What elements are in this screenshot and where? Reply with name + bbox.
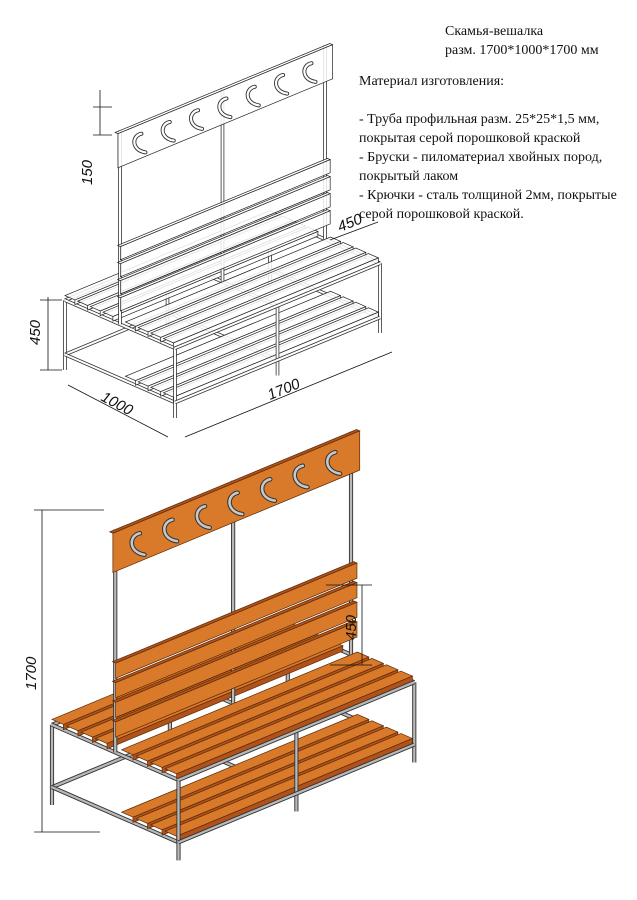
product-title: Скамья-вешалка разм. 1700*1000*1700 мм	[445, 22, 599, 60]
seat-slat	[137, 242, 354, 333]
materials-block: Материал изготовления: - Труба профильна…	[359, 72, 634, 224]
frame-rail-fill	[174, 316, 381, 404]
hook-icon	[163, 518, 179, 543]
hook-icon	[228, 491, 244, 516]
shelf-slat	[135, 720, 385, 824]
dim-backrest-height: 450	[343, 614, 360, 640]
hook-icon	[133, 132, 147, 154]
backrest-slat	[119, 193, 331, 295]
product-name: Скамья-вешалка	[445, 24, 544, 39]
shelf-slat	[137, 296, 354, 387]
dim-total-height: 1700	[23, 656, 40, 690]
dim-hanger-height: 150	[79, 159, 96, 185]
material-item: - Крючки - сталь толщиной 2мм, покрытые …	[359, 188, 617, 222]
hook-icon	[218, 97, 232, 119]
seat-slat	[149, 247, 367, 338]
shelf-slat	[120, 714, 370, 818]
material-item: - Бруски - пиломатериал хвойных пород, п…	[359, 150, 603, 184]
backrest-slat	[119, 159, 331, 261]
hook-icon	[189, 109, 204, 130]
frame-rail-fill	[178, 743, 415, 844]
dim-length: 1700	[265, 375, 303, 404]
dim-seat-depth: 450	[335, 210, 365, 235]
frame-rail-fill	[174, 262, 381, 350]
hook-icon	[130, 532, 146, 556]
dim-depth: 1000	[98, 389, 136, 420]
seat-slat	[149, 664, 399, 768]
shelf-slat	[124, 290, 342, 381]
product-size: разм. 1700*1000*1700 мм	[445, 43, 599, 58]
seat-slat	[135, 658, 385, 762]
hook-icon	[303, 62, 317, 83]
materials-heading: Материал изготовления:	[359, 74, 505, 89]
frame-rail-fill	[64, 353, 176, 404]
frame-rail-fill	[178, 681, 415, 782]
backrest-slat	[119, 176, 331, 278]
hook-icon	[274, 73, 289, 95]
color-rendering	[49, 429, 417, 861]
shelf-slat	[149, 726, 399, 831]
hook-icon	[246, 85, 260, 107]
backrest-slat	[115, 582, 358, 699]
hook-icon	[260, 477, 277, 502]
seat-slat	[124, 236, 342, 327]
dim-seat-height: 450	[27, 319, 44, 345]
shelf-slat	[149, 301, 367, 392]
hanger-board	[112, 430, 361, 573]
backrest-slat	[115, 562, 358, 679]
hook-icon	[161, 120, 175, 142]
backrest-slat	[115, 601, 358, 719]
seat-slat	[164, 670, 414, 775]
hanger-board	[117, 44, 333, 169]
dimensions-top	[40, 90, 393, 438]
dimensions-bottom	[34, 509, 372, 833]
seat-slat	[162, 253, 380, 344]
hook-icon	[293, 464, 309, 489]
frame-rail-fill	[51, 786, 179, 844]
hook-icon	[195, 505, 211, 529]
line-drawing	[63, 43, 382, 418]
backrest-slat	[115, 621, 358, 738]
material-item: - Труба профильная разм. 25*25*1,5 мм, п…	[359, 112, 600, 146]
hook-icon	[326, 450, 342, 475]
seat-slat	[120, 651, 370, 756]
backrest-slat	[119, 210, 331, 312]
